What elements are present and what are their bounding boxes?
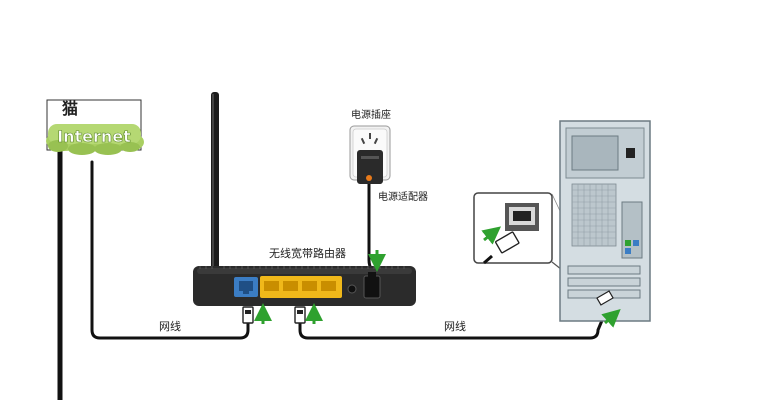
pc-tower <box>559 120 651 322</box>
router-to-pc-cable <box>298 316 605 340</box>
router-antenna <box>211 92 219 282</box>
router-lan-ports <box>260 276 342 298</box>
modem-to-router-cable <box>90 160 250 340</box>
modem: 猫 Internet <box>46 99 144 155</box>
lan-plug <box>294 306 306 324</box>
internet-cloud <box>46 124 144 155</box>
router <box>193 92 416 306</box>
router-reset-hole <box>347 284 357 294</box>
router-power-jack <box>363 272 381 299</box>
ethernet-plug-icon <box>483 231 520 265</box>
router-wan-port <box>234 277 258 297</box>
arrow-icon <box>601 309 621 328</box>
internet-label: Internet <box>57 127 131 146</box>
power-socket-label: 电源插座 <box>351 108 391 121</box>
pc-network-card-port <box>596 290 614 306</box>
power-cord <box>367 178 374 280</box>
power-adapter <box>357 150 383 184</box>
router-label: 无线宽带路由器 <box>269 246 346 260</box>
modem-label: 猫 <box>62 99 78 118</box>
cable-left-label: 网线 <box>159 319 181 333</box>
cable-right-label: 网线 <box>444 319 466 333</box>
wan-plug <box>242 306 254 324</box>
power-adapter-label: 电源适配器 <box>378 190 428 203</box>
arrow-icon <box>481 226 502 245</box>
ethernet-port-icon <box>505 203 539 231</box>
pc-vent-grid <box>571 183 617 247</box>
